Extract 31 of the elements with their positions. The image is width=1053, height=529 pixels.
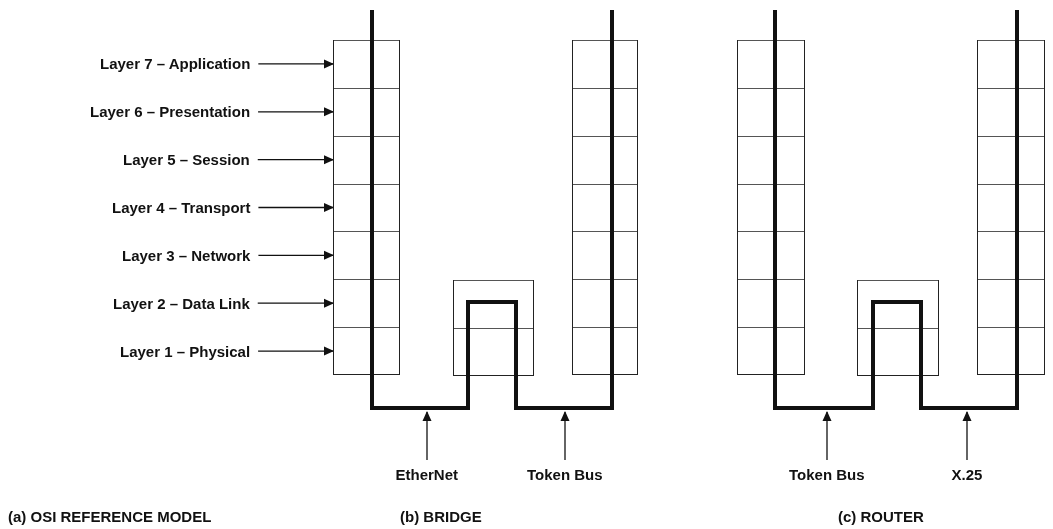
leader-arrow	[257, 250, 334, 260]
arrow	[822, 411, 832, 461]
network-label: EtherNet	[395, 466, 458, 483]
leader-arrow	[257, 298, 334, 308]
layer-label: Layer 7 – Application	[100, 55, 251, 72]
leader-arrow	[257, 155, 334, 165]
arrow	[422, 411, 432, 461]
arrow	[962, 411, 972, 461]
protocol-stack	[572, 40, 638, 375]
figure-caption: (c) ROUTER	[838, 508, 924, 525]
protocol-stack	[453, 280, 534, 376]
layer-label: Layer 1 – Physical	[120, 343, 251, 360]
arrow	[560, 411, 570, 461]
network-label: Token Bus	[789, 466, 865, 483]
figure-caption: (b) BRIDGE	[400, 508, 482, 525]
figure-caption: (a) OSI REFERENCE MODEL	[8, 508, 212, 525]
layer-label: Layer 6 – Presentation	[90, 103, 251, 120]
protocol-stack	[977, 40, 1045, 375]
leader-arrow	[257, 346, 334, 356]
layer-label: Layer 4 – Transport	[112, 199, 251, 216]
protocol-stack	[857, 280, 939, 376]
layer-label: Layer 2 – Data Link	[113, 295, 250, 312]
protocol-stack	[737, 40, 805, 375]
network-label: Token Bus	[527, 466, 603, 483]
leader-arrow	[257, 203, 334, 212]
network-label: X.25	[951, 466, 983, 483]
layer-label: Layer 5 – Session	[123, 151, 250, 168]
layer-label: Layer 3 – Network	[122, 247, 251, 264]
protocol-stack	[333, 40, 400, 375]
leader-arrow	[257, 107, 334, 117]
leader-arrow	[257, 59, 334, 69]
